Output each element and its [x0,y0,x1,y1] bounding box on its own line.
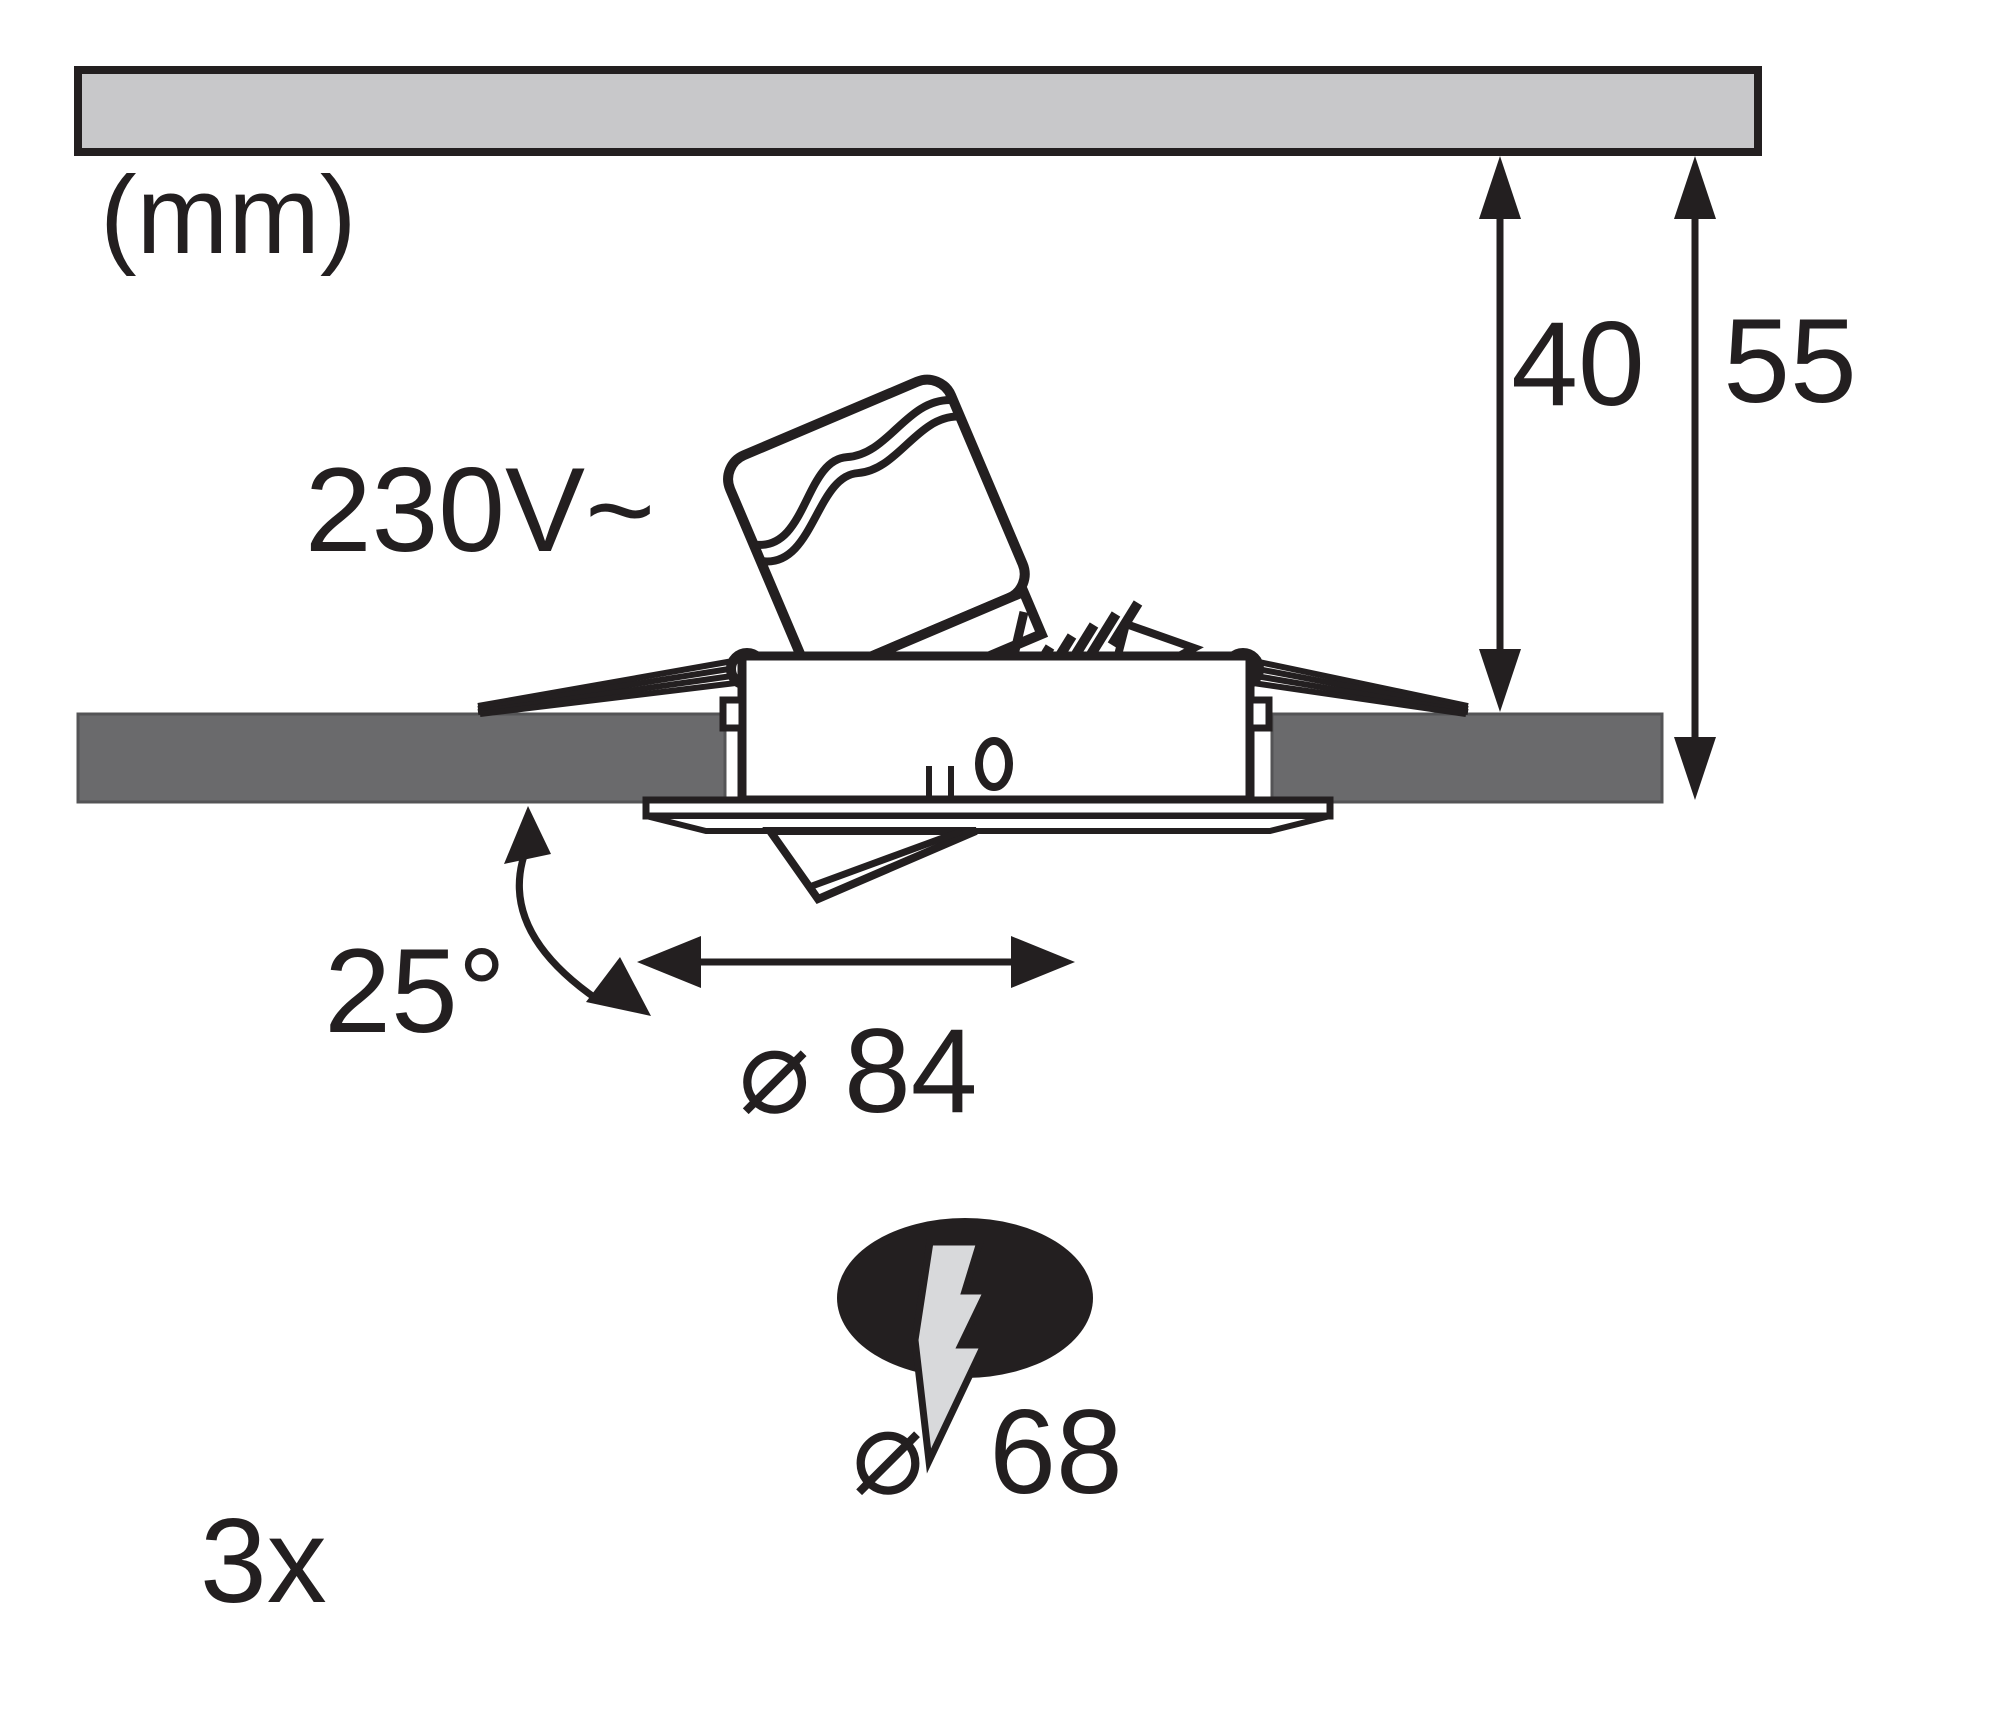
lamp-glass-wave [762,412,959,566]
arrow-up-icon [504,806,551,864]
tilt-angle-dimension: 25° [324,806,651,1058]
fixture-diameter-dimension: ⌀ 84 [637,936,1075,1138]
spring-leaf [1241,663,1469,712]
fixture-diameter-label: ⌀ 84 [738,1004,977,1138]
voltage-label: 230V~ [305,443,655,577]
depth-dimension-40: 40 [1479,156,1645,712]
spring-leaf [477,663,749,712]
mounting-board-right [1270,712,1664,804]
tilted-bezel-edge [810,827,964,890]
arrow-up-icon [1479,156,1521,219]
arrow-down-icon [1479,649,1521,712]
spring-leaf [1245,679,1467,717]
arrow-up-icon [1674,156,1716,219]
spring-clip-right [1239,655,1469,717]
spring-leaf [479,679,745,717]
cutout-diameter-value: 68 [989,1385,1122,1519]
housing-step-left [719,696,746,732]
depth-40-label: 40 [1511,297,1644,431]
cutout-icon: ⌀ 68 [837,1218,1123,1519]
quantity-label: 3x [200,1494,327,1628]
housing-hole [975,737,1013,791]
arrow-right-icon [1011,936,1075,988]
trim-ring-bevel [645,813,1331,834]
arrow-left-icon [637,936,701,988]
cutout-diameter-symbol: ⌀ [852,1385,924,1519]
fin-line [1085,611,1121,659]
lightning-bolt-icon [911,1238,993,1474]
housing-can [719,651,1273,805]
spring-leaf [477,671,747,715]
depth-dimension-55: 55 [1674,156,1857,800]
trim-ring [642,796,1334,904]
depth-55-label: 55 [1723,294,1856,428]
arrow-down-icon [586,957,651,1016]
unit-label: (mm) [100,154,357,277]
spring-clip-left [477,655,751,717]
ceiling-panel [74,66,1762,156]
spring-leaf [477,655,751,709]
lamp-glass-wave [755,395,952,549]
spring-leaf [1239,655,1469,709]
tilt-angle-label: 25° [324,924,505,1058]
housing-step-right [1246,696,1273,732]
spring-leaf [1243,671,1469,715]
tilt-arc [515,836,600,1003]
arrow-down-icon [1674,737,1716,800]
mounting-board-left [76,712,727,804]
